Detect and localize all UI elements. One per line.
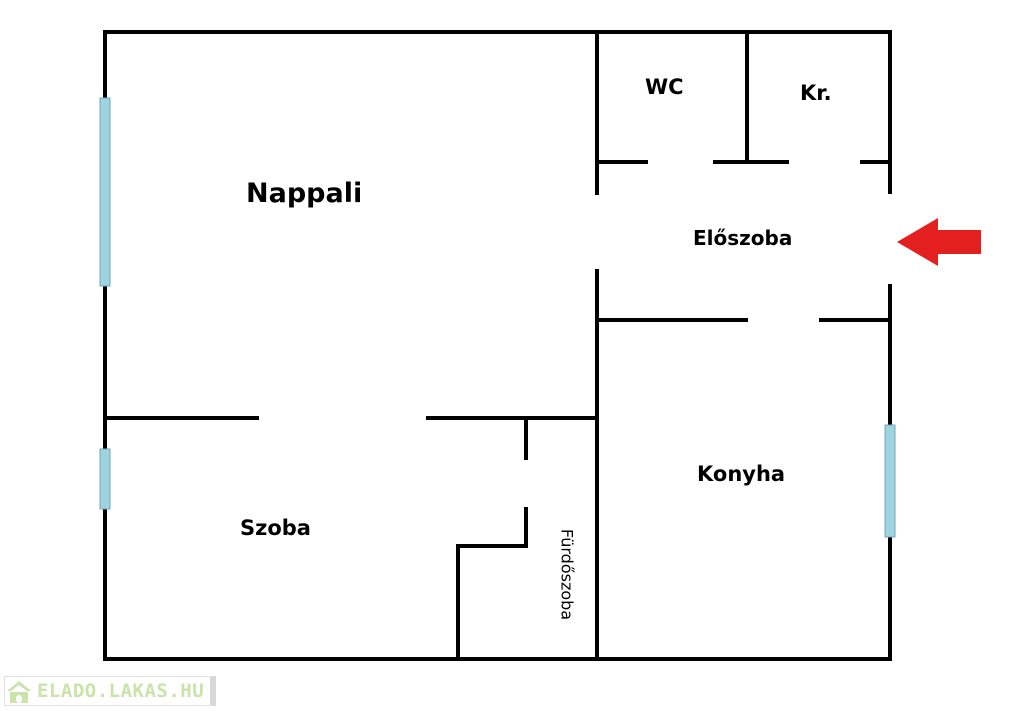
room-label-wc: WC <box>645 75 684 99</box>
window-bedroom <box>99 448 111 510</box>
room-label-kitchen: Konyha <box>697 462 786 486</box>
room-label-hallway: Előszoba <box>693 226 793 250</box>
room-label-bedroom: Szoba <box>240 516 311 540</box>
windows <box>99 97 896 538</box>
watermark-logo: ELADO.LAKAS.HU <box>4 676 216 706</box>
window-kitchen <box>884 424 896 538</box>
walls <box>103 30 892 661</box>
window-living-room <box>99 97 111 287</box>
logo-text: ELADO.LAKAS.HU <box>37 680 205 702</box>
room-label-pantry: Kr. <box>800 81 832 105</box>
house-icon <box>7 681 31 703</box>
room-label-bathroom: Fürdőszoba <box>557 528 577 621</box>
red-arrow-left-icon <box>897 218 981 266</box>
room-label-living-room: Nappali <box>246 178 363 209</box>
